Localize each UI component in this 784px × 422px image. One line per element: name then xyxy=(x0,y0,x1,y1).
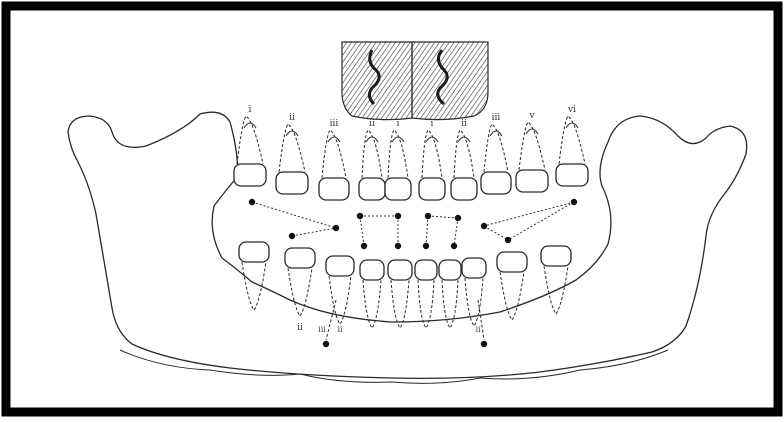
upper-tooth-label: i xyxy=(249,105,252,115)
bottom-label: ii xyxy=(475,325,481,334)
upper-crown xyxy=(385,178,411,200)
landmark-point xyxy=(571,199,577,205)
lower-crown xyxy=(415,260,437,280)
upper-tooth-label: iii xyxy=(330,119,339,129)
landmark-point xyxy=(333,225,339,231)
lower-crown xyxy=(388,260,412,280)
landmark-point xyxy=(423,243,429,249)
bottom-label: iii xyxy=(318,325,326,334)
landmark-point xyxy=(481,341,487,347)
upper-tooth-label: v xyxy=(528,111,535,121)
hatched-incisor-right xyxy=(412,42,488,120)
lower-crown xyxy=(285,248,315,268)
upper-tooth-label: ii xyxy=(289,113,295,123)
landmark-point xyxy=(505,237,511,243)
landmark-point xyxy=(455,215,461,221)
landmark-point xyxy=(395,243,401,249)
landmark-point xyxy=(357,213,363,219)
lower-crown xyxy=(541,246,571,266)
upper-crown xyxy=(319,178,349,200)
upper-crown xyxy=(451,178,477,200)
landmark-point xyxy=(289,233,295,239)
landmark-point xyxy=(425,213,431,219)
bottom-label: ii xyxy=(337,325,343,334)
upper-crown xyxy=(419,178,445,200)
upper-crown xyxy=(556,164,588,186)
upper-tooth-label: iii xyxy=(492,113,501,123)
upper-crown xyxy=(481,172,511,194)
upper-tooth-label: vi xyxy=(567,105,576,115)
upper-crown xyxy=(359,178,385,200)
upper-crown xyxy=(234,164,266,186)
upper-tooth-label: i xyxy=(397,119,400,129)
lower-crown xyxy=(462,258,486,278)
landmark-point xyxy=(323,341,329,347)
lower-crown xyxy=(239,242,269,262)
upper-crown xyxy=(276,172,308,194)
landmark-point xyxy=(249,199,255,205)
upper-incisors-hatched xyxy=(342,42,488,120)
upper-tooth-label: ii xyxy=(369,119,375,129)
upper-tooth-label: i xyxy=(431,119,434,129)
lower-crown xyxy=(439,260,461,280)
lower-tooth-label: ii xyxy=(297,323,303,333)
upper-tooth-label: ii xyxy=(461,119,467,129)
landmark-point xyxy=(395,213,401,219)
landmark-point xyxy=(361,243,367,249)
upper-crown xyxy=(516,170,548,192)
landmark-point xyxy=(481,223,487,229)
landmark-point xyxy=(451,243,457,249)
lower-crown xyxy=(326,256,354,276)
lower-crown xyxy=(360,260,384,280)
lower-crown xyxy=(497,252,527,272)
